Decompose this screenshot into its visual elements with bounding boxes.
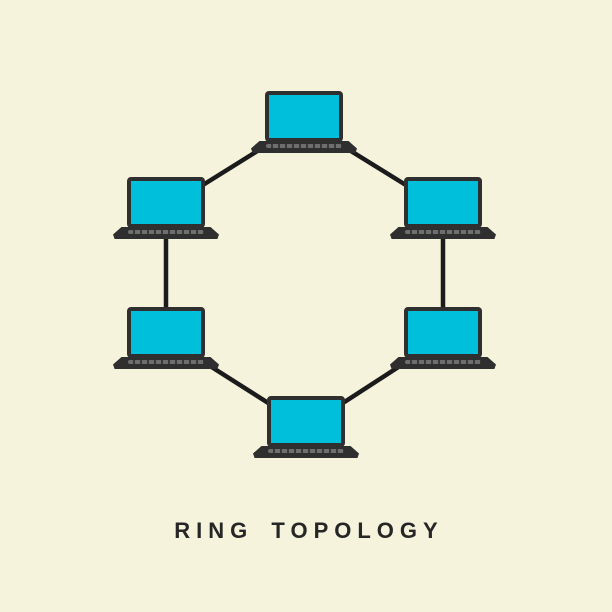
laptop-base (390, 357, 496, 369)
laptop-node-lower-right (390, 307, 496, 369)
laptop-base (113, 227, 219, 239)
laptop-keyboard (268, 448, 344, 453)
laptop-node-lower-left (113, 307, 219, 369)
laptop-screen (265, 91, 343, 142)
laptop-base (251, 141, 357, 153)
laptop-screen (267, 396, 345, 447)
diagram-title: RING TOPOLOGY (174, 518, 444, 543)
laptop-keyboard (405, 229, 481, 234)
laptop-keyboard (128, 229, 204, 234)
laptop-screen (127, 177, 205, 228)
laptop-screen (127, 307, 205, 358)
laptop-base (390, 227, 496, 239)
laptop-node-upper-right (390, 177, 496, 239)
laptop-base (113, 357, 219, 369)
laptop-keyboard (405, 359, 481, 364)
laptop-base (253, 446, 359, 458)
laptop-screen (404, 177, 482, 228)
laptop-node-top (251, 91, 357, 153)
laptop-keyboard (266, 143, 342, 148)
laptop-screen (404, 307, 482, 358)
laptop-node-upper-left (113, 177, 219, 239)
laptop-node-bottom (253, 396, 359, 458)
laptop-keyboard (128, 359, 204, 364)
